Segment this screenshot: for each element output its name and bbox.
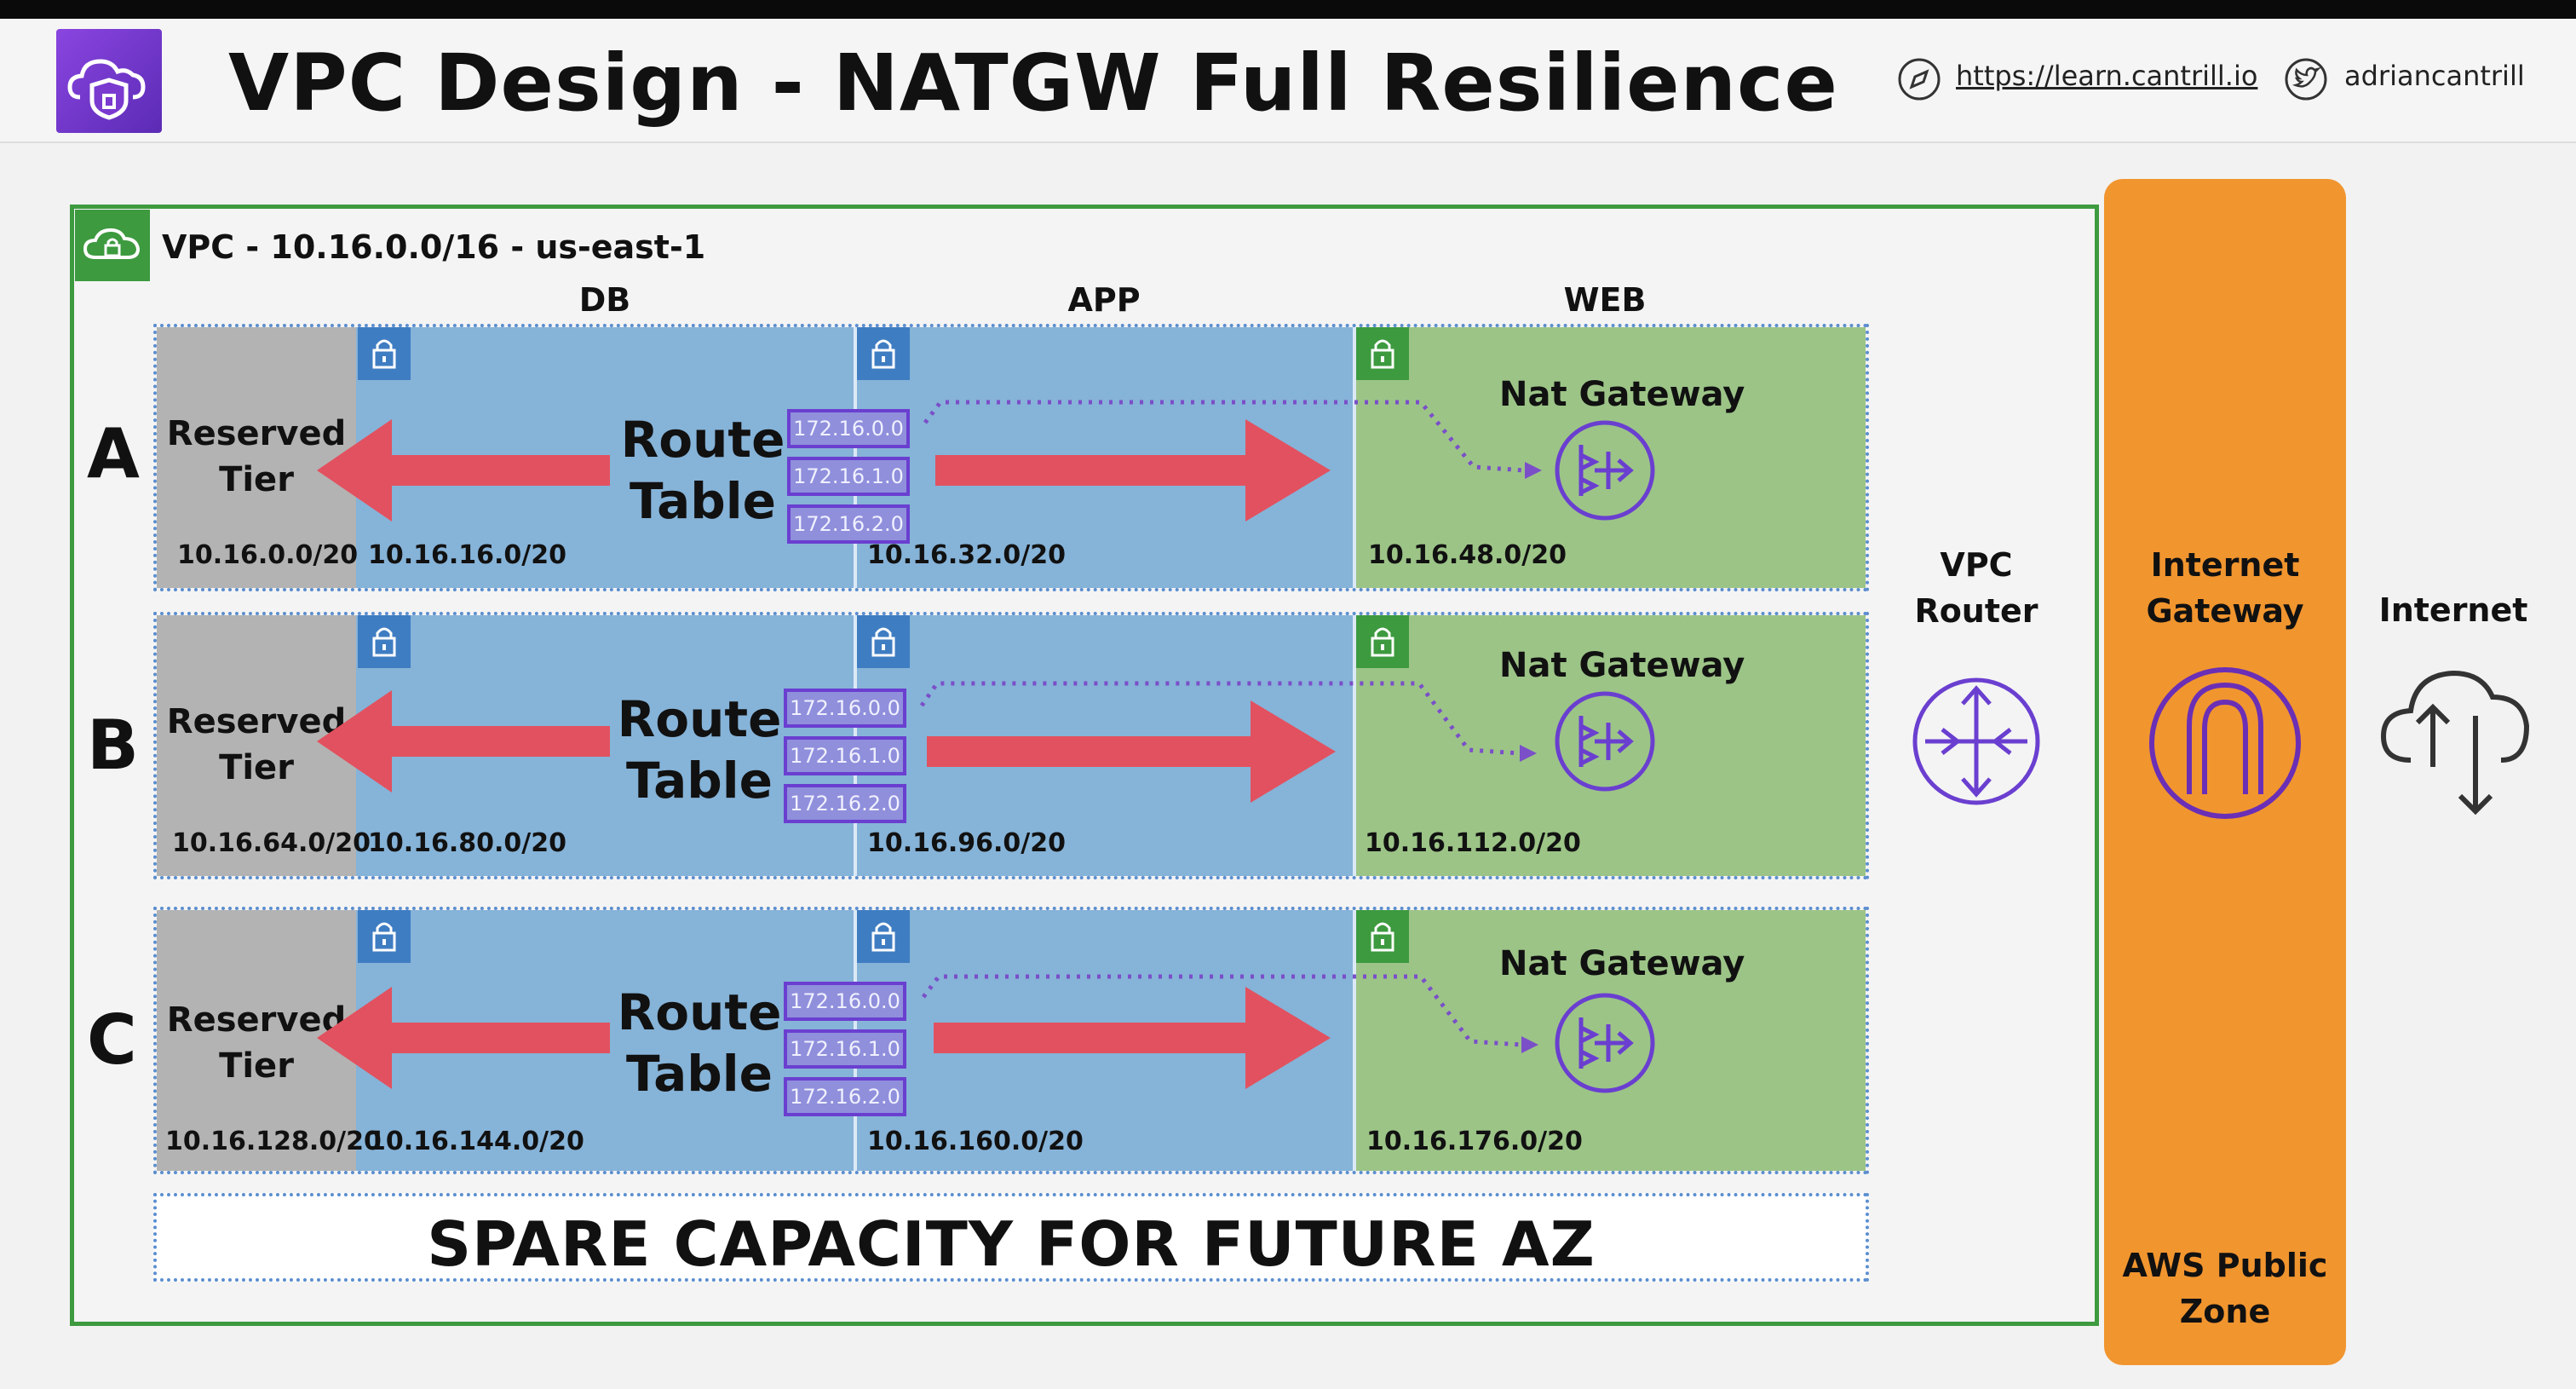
route-entry: 172.16.0.0 [784,982,906,1021]
cidr-label: 10.16.80.0/20 [368,828,567,858]
nat-gateway-icon [1555,420,1655,521]
lock-icon [1356,910,1409,963]
internet-gateway-icon [2149,667,2301,819]
nat-gateway-label: Nat Gateway [1499,646,1745,685]
twitter-handle[interactable]: adriancantrill [2344,60,2525,92]
cidr-label: 10.16.48.0/20 [1368,540,1567,570]
nat-gateway-icon [1555,993,1655,1093]
column-label-app: APP [1067,281,1141,319]
column-label-db: DB [578,281,631,319]
route-entry: 172.16.2.0 [784,784,906,823]
cidr-label: 10.16.128.0/20 [165,1127,382,1156]
lock-icon [857,910,910,963]
cidr-label: 10.16.64.0/20 [172,828,371,858]
slide-header [0,19,2576,143]
router-icon [1912,677,2040,805]
reserved-subnet [157,327,356,588]
top-black-bar [0,0,2576,19]
lock-icon [1356,327,1409,380]
route-table-entries: 172.16.0.0 172.16.1.0 172.16.2.0 [787,409,910,552]
route-arrow-right [935,419,1331,522]
nat-gateway-label: Nat Gateway [1499,375,1745,414]
lock-icon [1356,615,1409,668]
cidr-label: 10.16.160.0/20 [867,1127,1084,1156]
cidr-label: 10.16.176.0/20 [1366,1127,1583,1156]
route-arrow-left [317,987,610,1089]
route-table-entries: 172.16.0.0 172.16.1.0 172.16.2.0 [784,689,906,832]
route-arrow-right [927,700,1336,803]
az-letter: A [87,414,140,493]
vpc-label: VPC - 10.16.0.0/16 - us-east-1 [162,228,706,266]
route-entry: 172.16.1.0 [784,736,906,775]
compass-icon [1898,58,1941,101]
cidr-label: 10.16.112.0/20 [1365,828,1581,858]
cidr-label: 10.16.32.0/20 [867,540,1067,570]
lock-icon [358,910,411,963]
route-entry: 172.16.0.0 [784,689,906,728]
lock-icon [857,615,910,668]
dotted-route [919,400,1526,1047]
cidr-label: 10.16.144.0/20 [368,1127,584,1156]
cidr-label: 10.16.96.0/20 [867,828,1067,858]
nat-gateway-icon [1555,691,1655,792]
route-entry: 172.16.0.0 [787,409,910,448]
lock-icon [358,615,411,668]
cidr-label: 10.16.16.0/20 [368,540,567,570]
cloud-lock-icon [75,210,150,281]
reserved-subnet [157,615,356,876]
az-letter: C [87,1000,137,1080]
internet-label: Internet [2378,591,2528,629]
route-arrow-left [317,690,610,792]
cloud-shield-icon [56,29,162,133]
cidr-label: 10.16.0.0/20 [177,540,359,570]
route-entry: 172.16.2.0 [787,504,910,544]
route-arrow-right [934,987,1331,1089]
route-arrow-left [317,419,610,522]
nat-gateway-label: Nat Gateway [1499,944,1745,983]
page-title: VPC Design - NATGW Full Resilience [228,37,1838,129]
az-letter: B [87,706,139,785]
route-entry: 172.16.1.0 [787,457,910,496]
column-label-web: WEB [1563,281,1647,319]
route-table-entries: 172.16.0.0 172.16.1.0 172.16.2.0 [784,982,906,1125]
route-entry: 172.16.1.0 [784,1029,906,1069]
twitter-bird-icon [2285,58,2327,101]
cloud-up-down-icon [2380,670,2530,816]
spare-capacity-box: SPARE CAPACITY FOR FUTURE AZ [153,1193,1869,1282]
lock-icon [857,327,910,380]
dotted-route-arrowhead [1520,462,1542,1053]
aws-public-zone [2104,179,2346,1365]
lock-icon [358,327,411,380]
spare-capacity-label: SPARE CAPACITY FOR FUTURE AZ [427,1208,1596,1280]
course-link[interactable]: https://learn.cantrill.io [1956,60,2258,92]
route-entry: 172.16.2.0 [784,1077,906,1116]
